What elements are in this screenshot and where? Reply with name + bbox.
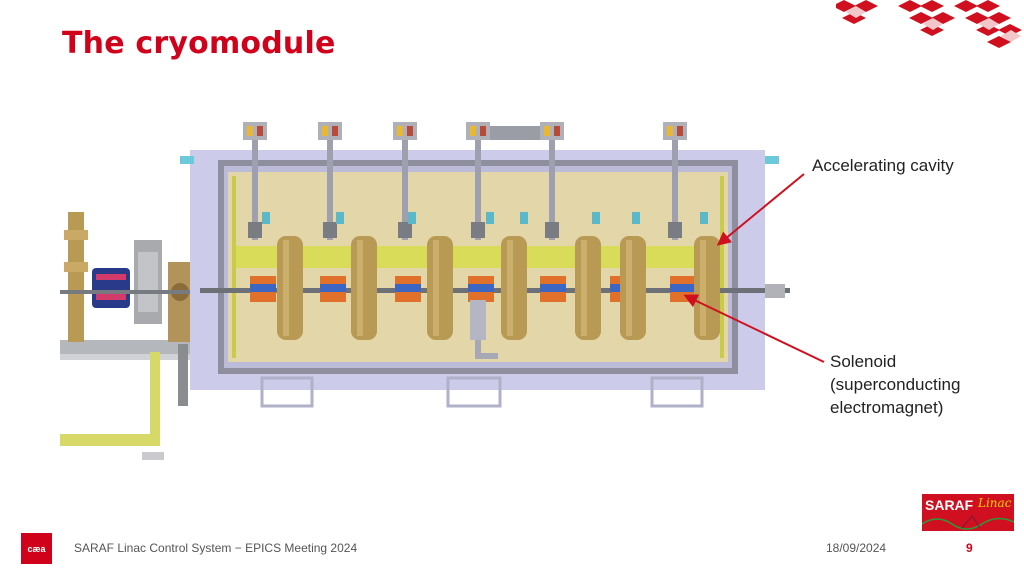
saraf-linac-logo: SARAF Linac: [922, 494, 1014, 531]
accelerating-cavities: [277, 236, 720, 340]
page-number: 9: [966, 541, 973, 555]
solenoid-label-line: (superconducting: [830, 375, 961, 394]
footer-date: 18/09/2024: [826, 541, 887, 555]
beam-pipe: [200, 288, 790, 293]
cryomodule-diagram: [60, 122, 790, 460]
solenoid-label: Solenoid (superconducting electromagnet): [830, 350, 960, 419]
slide-title: The cryomodule: [62, 26, 336, 61]
decorative-cubes-pattern: [836, 0, 1022, 48]
tuner-fittings: [262, 212, 708, 224]
beam-wave-icon: [922, 515, 1014, 530]
saraf-logo-text: SARAF: [925, 497, 974, 513]
cavity-label: Accelerating cavity: [812, 156, 954, 175]
solenoid-label-line: electromagnet): [830, 398, 944, 417]
strongback-bar: [236, 246, 720, 268]
upstream-beamline: [60, 212, 240, 460]
cea-logo: cæa: [21, 533, 52, 564]
rf-couplers: [243, 122, 687, 240]
solenoid-label-line: Solenoid: [830, 352, 897, 371]
footer-presentation-title: SARAF Linac Control System − EPICS Meeti…: [74, 541, 358, 555]
linac-logo-text: Linac: [978, 496, 1012, 510]
